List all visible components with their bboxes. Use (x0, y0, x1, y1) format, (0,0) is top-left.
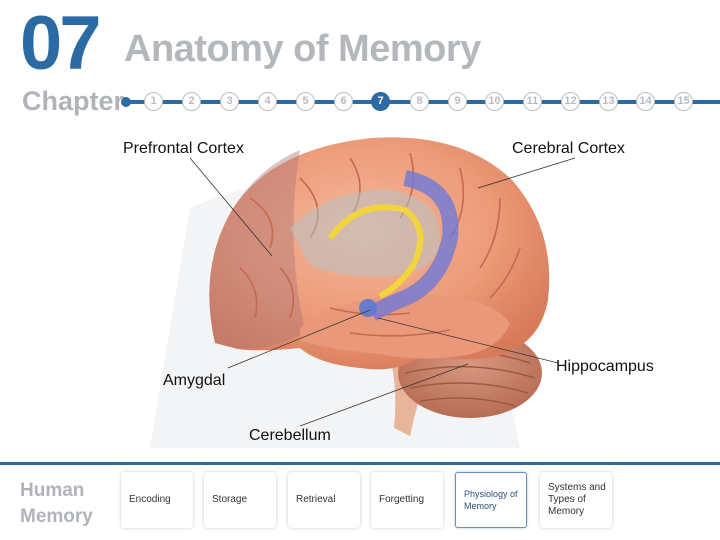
chapter-nav-item-2[interactable]: 2 (182, 92, 201, 111)
topic-tab-forgetting[interactable]: Forgetting (371, 472, 443, 528)
topic-tab-storage[interactable]: Storage (204, 472, 276, 528)
chapter-nav-item-1[interactable]: 1 (144, 92, 163, 111)
chapter-nav-item-13[interactable]: 13 (599, 92, 618, 111)
chapter-nav-start-dot (121, 97, 131, 107)
label-amygdal: Amygdal (163, 372, 225, 390)
chapter-nav-item-9[interactable]: 9 (448, 92, 467, 111)
topic-tab-retrieval[interactable]: Retrieval (288, 472, 360, 528)
amygdala-shape (359, 299, 377, 317)
chapter-nav-item-12[interactable]: 12 (561, 92, 580, 111)
brain-illustration (0, 118, 720, 460)
label-prefrontal-cortex: Prefrontal Cortex (123, 140, 244, 158)
chapter-nav-item-14[interactable]: 14 (636, 92, 655, 111)
chapter-nav-item-10[interactable]: 10 (485, 92, 504, 111)
chapter-nav-item-11[interactable]: 11 (523, 92, 542, 111)
prefrontal-region (209, 150, 305, 349)
chapter-nav-item-8[interactable]: 8 (410, 92, 429, 111)
chapter-nav-item-4[interactable]: 4 (258, 92, 277, 111)
label-cerebral-cortex: Cerebral Cortex (512, 140, 625, 158)
chapter-nav-item-3[interactable]: 3 (220, 92, 239, 111)
page-title: Anatomy of Memory (124, 30, 481, 68)
brain-figure: Prefrontal Cortex Cerebral Cortex Hippoc… (0, 118, 720, 460)
topic-tab-encoding[interactable]: Encoding (121, 472, 193, 528)
label-cerebellum: Cerebellum (249, 427, 331, 445)
topic-tab-systems-types[interactable]: Systems and Types of Memory (540, 472, 612, 528)
label-hippocampus: Hippocampus (556, 358, 654, 376)
footer-divider (0, 462, 720, 465)
chapter-nav-item-7[interactable]: 7 (371, 92, 390, 111)
chapter-nav: 1 2 3 4 5 6 7 8 9 10 11 12 13 14 15 (0, 88, 720, 116)
book-title: Human Memory (20, 478, 93, 530)
chapter-nav-item-6[interactable]: 6 (334, 92, 353, 111)
topic-tab-physiology[interactable]: Physiology of Memory (455, 472, 527, 528)
chapter-number: 07 (20, 6, 99, 82)
chapter-nav-item-15[interactable]: 15 (674, 92, 693, 111)
chapter-nav-item-5[interactable]: 5 (296, 92, 315, 111)
